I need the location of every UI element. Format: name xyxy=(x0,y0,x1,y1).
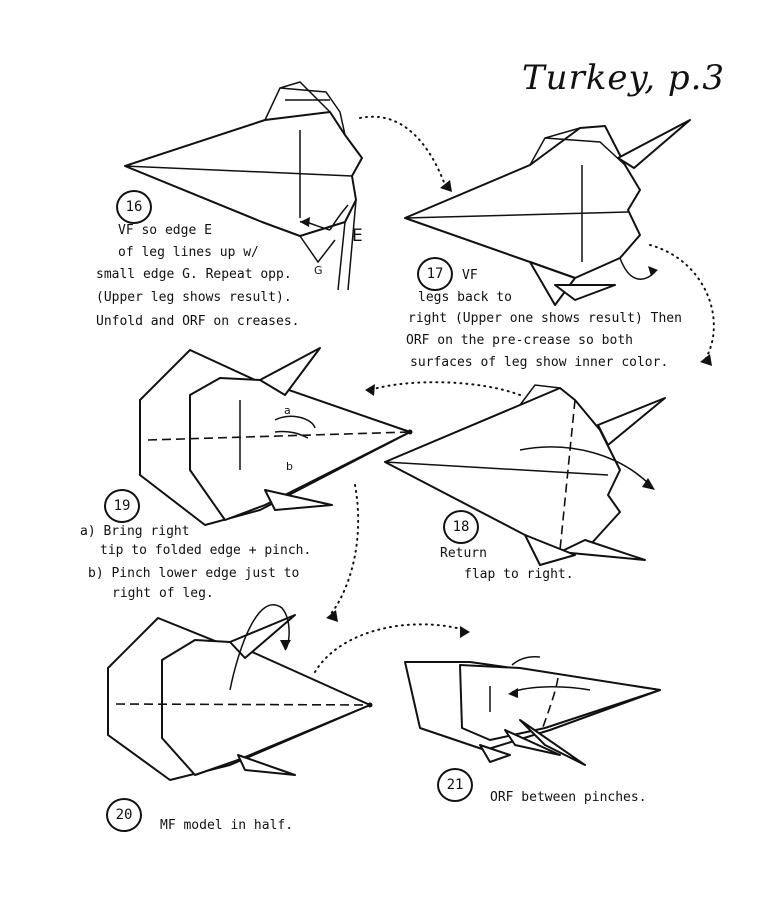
step-19-line-3: b) Pinch lower edge just to xyxy=(88,566,300,581)
step-18-line-1: Return xyxy=(440,546,487,561)
step-21-number: 21 xyxy=(437,768,473,802)
step-19-line-4: right of leg. xyxy=(112,586,214,601)
page-title: Turkey, p.3 xyxy=(522,58,726,98)
step-21-figure xyxy=(404,656,661,766)
edge-G-label: G xyxy=(314,264,323,277)
step-20-figure xyxy=(107,604,373,781)
step-19-line-1: a) Bring right xyxy=(80,524,190,539)
step-16-line-2: of leg lines up w/ xyxy=(118,245,259,260)
step-21-line-1: ORF between pinches. xyxy=(490,790,647,805)
step-16-line-4: (Upper leg shows result). xyxy=(96,290,292,305)
arrow-head-16-17 xyxy=(440,180,452,192)
step-16-line-1: VF so edge E xyxy=(118,223,212,238)
arrow-head-17-18 xyxy=(700,354,712,366)
step-18-figure xyxy=(384,384,666,566)
step-16-line-3: small edge G. Repeat opp. xyxy=(96,267,292,282)
arrow-head-19-20 xyxy=(326,610,338,622)
pinch-b-label: b xyxy=(286,460,293,473)
step-16-number: 16 xyxy=(116,190,152,224)
step-20-line-1: MF model in half. xyxy=(160,818,294,833)
arrow-head-20-21 xyxy=(460,626,470,638)
step-17-number: 17 xyxy=(417,257,453,291)
step-19-line-2: tip to folded edge + pinch. xyxy=(100,543,312,558)
step-17-line-4: ORF on the pre-crease so both xyxy=(406,333,633,348)
step-18-number: 18 xyxy=(443,510,479,544)
step-20-number: 20 xyxy=(106,798,142,832)
arrow-head-18-19 xyxy=(365,384,375,396)
pinch-a-label: a xyxy=(284,404,291,417)
step-17-figure xyxy=(404,119,691,306)
edge-E-label: E xyxy=(352,226,363,246)
step-18-line-2: flap to right. xyxy=(464,567,574,582)
step-19-number: 19 xyxy=(104,489,140,523)
step-19-figure xyxy=(139,347,413,526)
step-17-line-1: VF xyxy=(462,268,478,283)
step-16-figure xyxy=(124,81,363,291)
flow-arrows xyxy=(314,115,715,673)
step-17-line-2: legs back to xyxy=(418,290,512,305)
step-17-line-3: right (Upper one shows result) Then xyxy=(408,311,682,326)
step-17-line-5: surfaces of leg show inner color. xyxy=(410,355,669,370)
step-16-line-5: Unfold and ORF on creases. xyxy=(96,314,300,329)
